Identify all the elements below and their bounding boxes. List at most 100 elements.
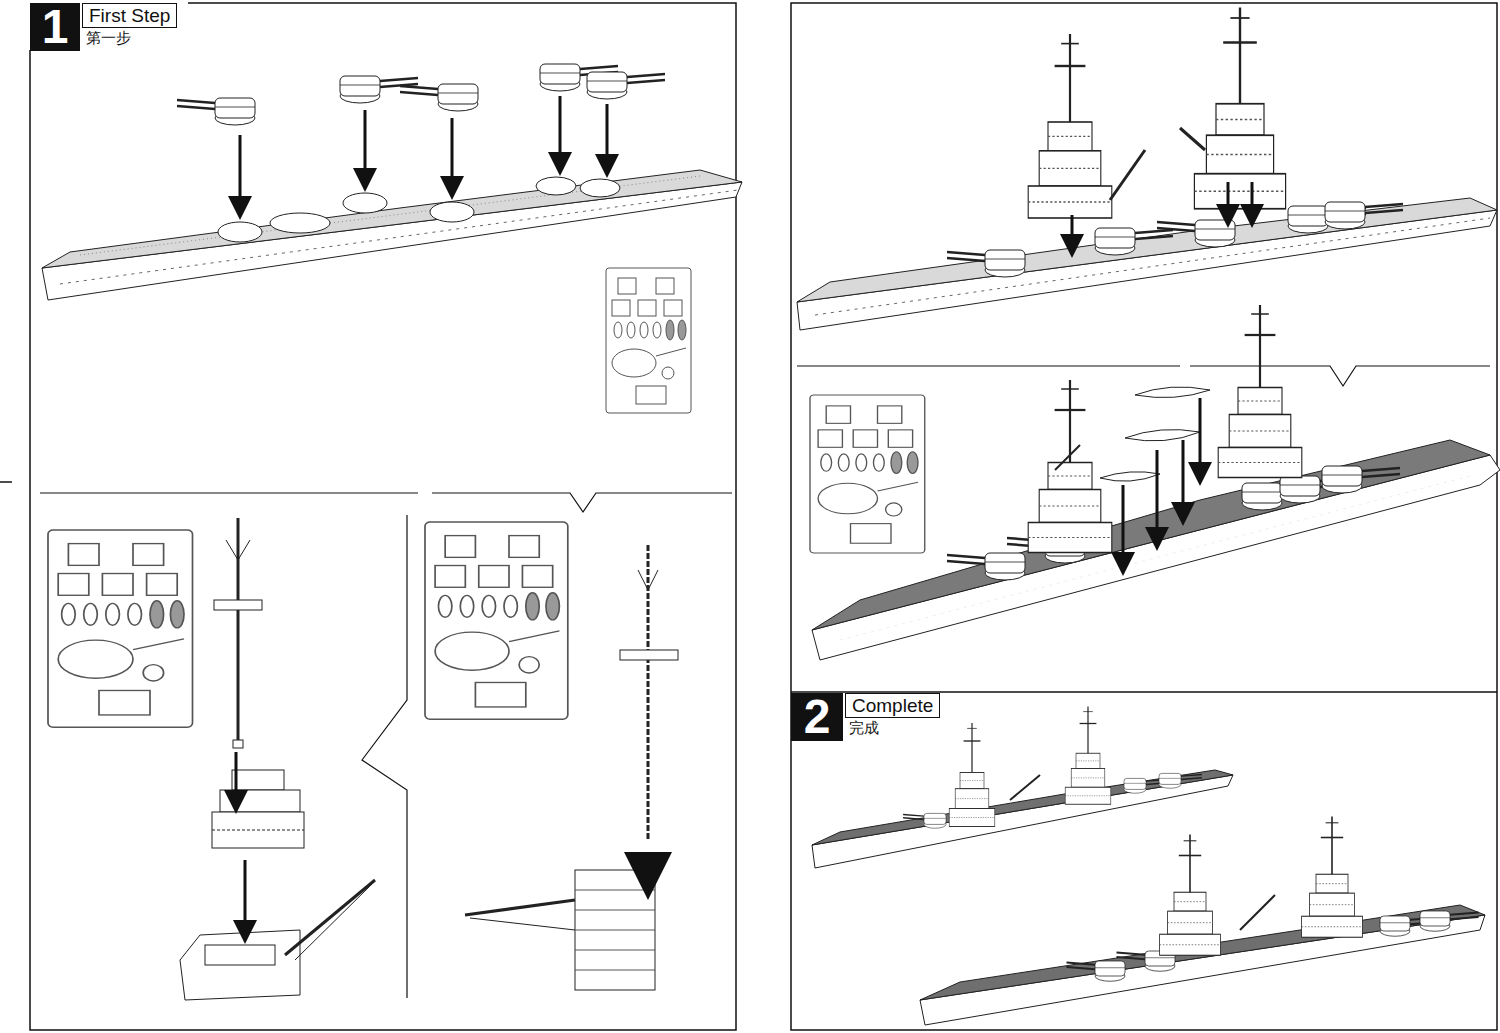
turret: [947, 202, 1403, 277]
tower-structure: [1028, 34, 1112, 218]
tower-structure: [212, 830, 304, 831]
mast: [237, 518, 240, 745]
ship-hull: [812, 440, 1490, 630]
assembly-arrow: [240, 96, 607, 214]
ship-hull: [80, 176, 700, 255]
boat: [1100, 472, 1160, 481]
step-title: Complete: [845, 693, 940, 718]
assembly-arrow: [451, 118, 454, 194]
step-number-text: 2: [791, 693, 843, 741]
assembly-arrow: [559, 96, 562, 170]
tower-structure: [1055, 445, 1080, 470]
assembly-arrow: [1123, 398, 1200, 570]
assembly-arrow: [239, 135, 242, 214]
ship-hull: [812, 770, 1485, 1025]
assembly-arrow: [1182, 440, 1185, 520]
panel-border: [0, 481, 12, 483]
turret: [947, 553, 1025, 580]
step-heading: First Step第一步: [82, 3, 177, 48]
divider-line: [362, 515, 407, 998]
turret: [1420, 911, 1479, 931]
tower-structure: [949, 723, 995, 827]
tower-structure: [1160, 835, 1221, 956]
assembly-arrow: [244, 860, 247, 938]
mast: [638, 570, 658, 590]
tower-structure: [1065, 707, 1111, 805]
divider-line: [1190, 366, 1490, 386]
ship-hull: [797, 198, 1497, 330]
step-title: First Step: [82, 3, 177, 28]
turret-ring: [270, 213, 330, 233]
divider-line: [40, 492, 418, 493]
step-title-chinese: 完成: [845, 718, 883, 738]
tower-structure: [465, 870, 655, 990]
turret: [903, 773, 1478, 981]
tower-structure: [1028, 305, 1302, 553]
turret: [1067, 961, 1126, 981]
boat: [1100, 387, 1210, 481]
turret-ring: [218, 222, 262, 242]
ship-hull: [812, 440, 1500, 660]
assembly-arrow: [1251, 182, 1254, 222]
bridge-base: [285, 880, 375, 955]
assembly-arrow: [235, 752, 238, 808]
turret: [340, 76, 418, 103]
step-number: 1: [30, 3, 80, 51]
tower-structure: [575, 870, 655, 990]
mast: [620, 545, 678, 840]
mast: [214, 600, 262, 610]
turret: [1157, 220, 1235, 247]
tower-structure: [1028, 380, 1112, 553]
assembly-arrow: [1071, 215, 1074, 252]
ship-hull: [812, 775, 1233, 868]
assembly-arrow: [1156, 450, 1159, 545]
turret: [1095, 228, 1173, 255]
assembly-arrow: [364, 110, 367, 186]
bridge-base: [180, 930, 300, 1000]
turret-ring: [580, 179, 620, 197]
mast: [226, 540, 250, 560]
tower-structure: [949, 707, 1362, 956]
bridge-base: [180, 880, 375, 1000]
turret: [947, 466, 1400, 580]
tower-structure: [1028, 8, 1285, 219]
divider-line: [432, 493, 732, 512]
tower-structure: [470, 918, 575, 930]
turret-ring: [536, 177, 576, 195]
assembly-arrow: [1122, 485, 1125, 570]
turret: [1159, 773, 1202, 788]
mast: [214, 518, 262, 748]
boat: [1125, 430, 1200, 441]
tower-structure: [1218, 305, 1302, 478]
parts-sprue: [810, 395, 925, 553]
turret: [177, 64, 665, 125]
tower-structure: [1110, 150, 1145, 200]
tower-structure: [220, 790, 300, 812]
turret: [177, 98, 255, 125]
turret: [400, 84, 478, 111]
ship-hull: [797, 198, 1497, 302]
parts-sprue: [48, 268, 925, 727]
assembly-arrow: [1199, 398, 1202, 480]
assembly-arrow: [606, 104, 609, 172]
step-heading: Complete完成: [845, 693, 940, 738]
tower-structure: [212, 812, 304, 848]
parts-sprue: [606, 268, 691, 413]
tower-structure: [1240, 895, 1275, 930]
bridge-base: [205, 945, 275, 965]
parts-sprue: [48, 530, 193, 727]
turret: [1325, 202, 1403, 229]
turret: [1322, 466, 1400, 493]
step-number-text: 1: [30, 3, 80, 51]
step-number: 2: [791, 693, 843, 741]
turret: [947, 250, 1025, 277]
assembly-arrow: [236, 752, 648, 938]
turret: [903, 813, 946, 828]
turret-ring: [430, 202, 474, 222]
assembly-arrow: [1072, 182, 1252, 252]
assembly-arrow: [645, 852, 651, 888]
tower-structure: [1010, 775, 1040, 800]
tower-structure: [1180, 128, 1205, 150]
mast: [620, 650, 678, 660]
